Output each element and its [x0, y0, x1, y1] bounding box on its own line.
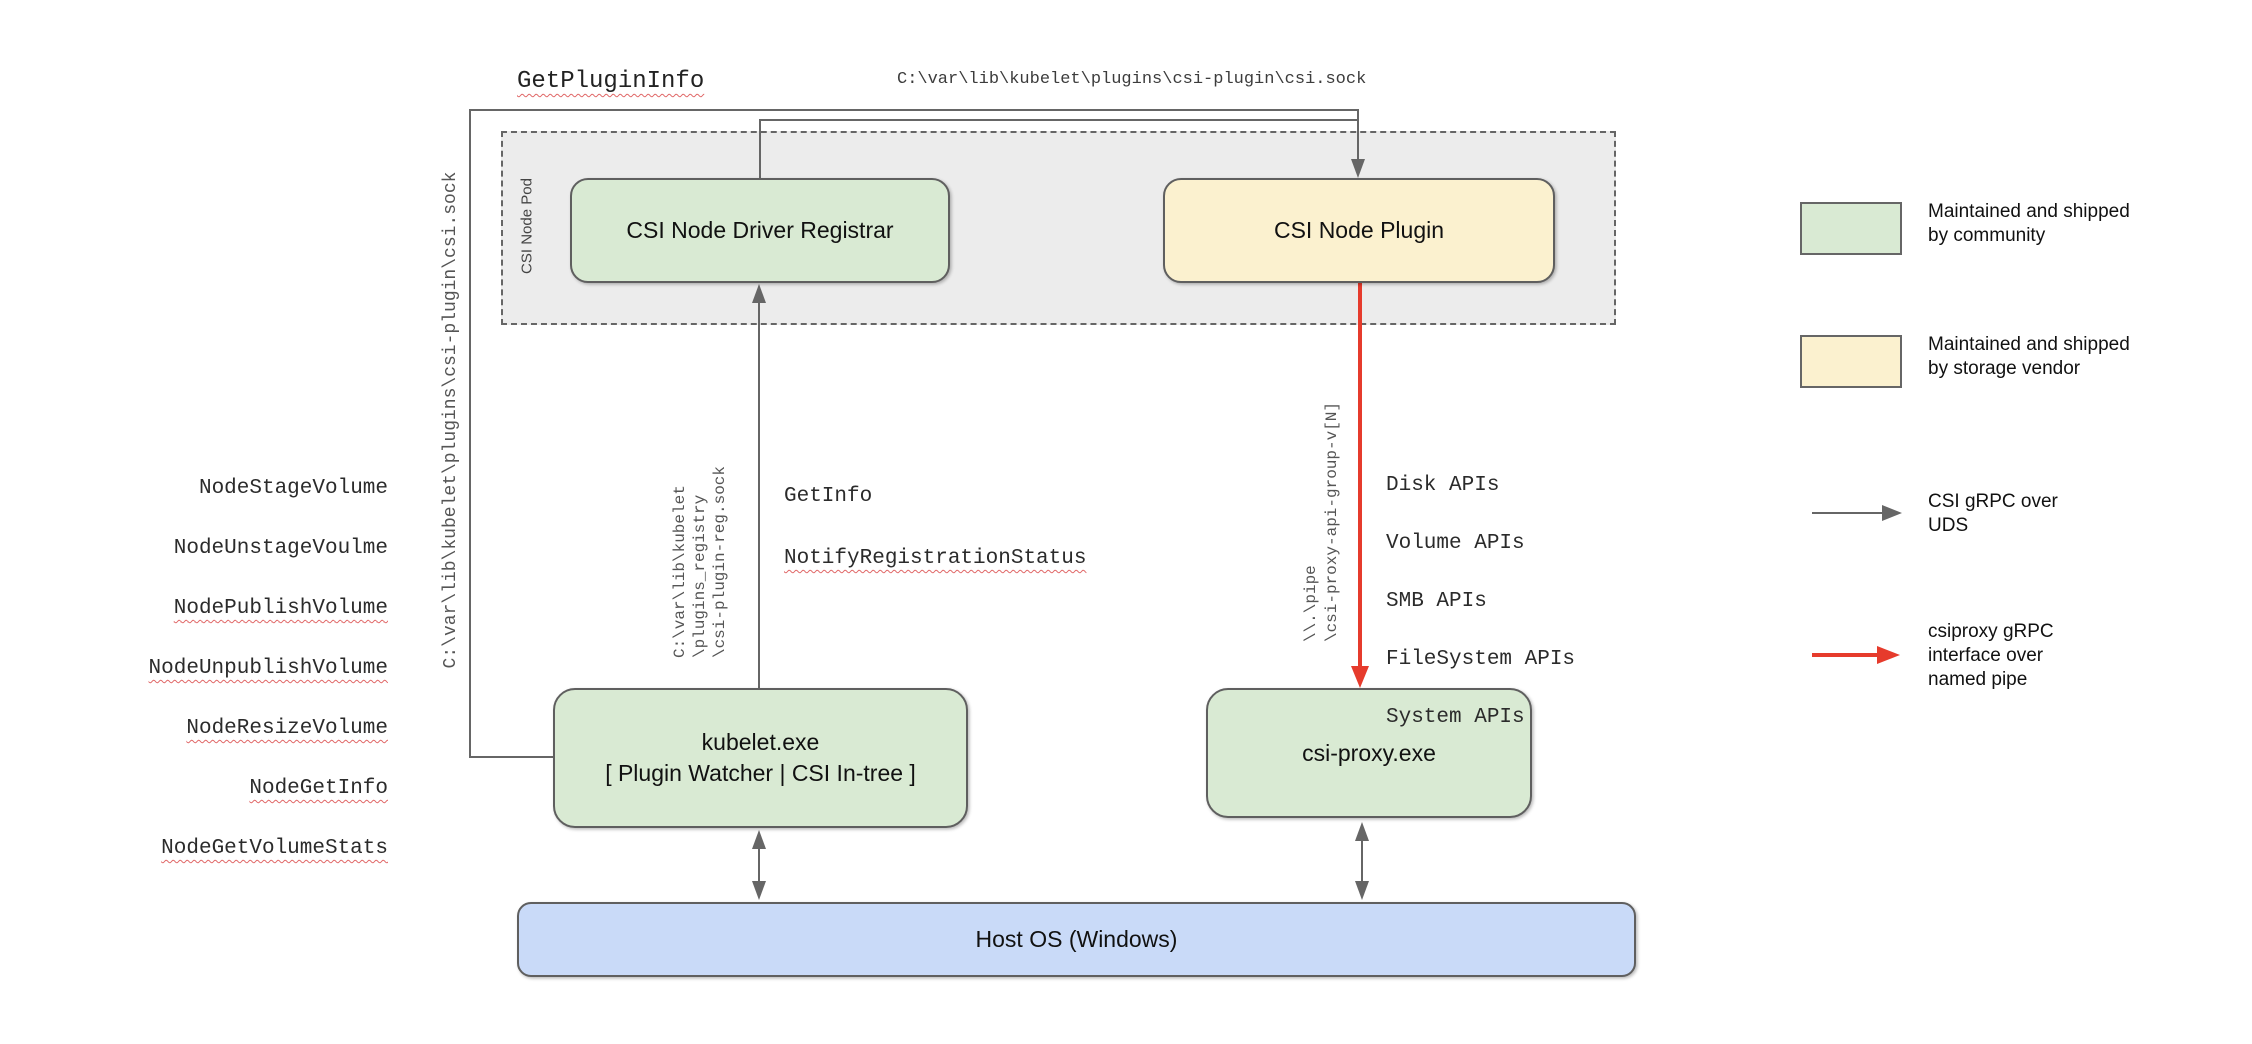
host-os-box: Host OS (Windows)	[517, 902, 1636, 977]
node-call-item: NodeGetVolumeStats	[161, 837, 388, 860]
api-call-item: Volume APIs	[1386, 532, 1525, 555]
host-os-label: Host OS (Windows)	[975, 926, 1178, 952]
kubelet-sock-path-vertical-label: C:\var\lib\kubelet\plugins\csi-plugin\cs…	[441, 171, 461, 669]
registration-sock-path-label: C:\var\lib\kubelet \plugins_registry \cs…	[671, 465, 729, 659]
get-info-label: GetInfo	[784, 485, 873, 508]
api-calls-list: Disk APIs Volume APIs SMB APIs FileSyste…	[1386, 442, 1575, 761]
csi-node-pod-label: CSI Node Pod	[518, 178, 536, 274]
legend-uds-label: CSI gRPC over UDS	[1928, 491, 2058, 536]
api-call-item: System APIs	[1386, 706, 1525, 729]
kubelet-hostos-down-arrowhead-icon	[752, 881, 766, 900]
csi-node-plugin-box: CSI Node Plugin	[1163, 178, 1555, 283]
csi-sock-path-label: C:\var\lib\kubelet\plugins\csi-plugin\cs…	[897, 70, 1367, 89]
kubelet-label-line1: kubelet.exe	[701, 729, 820, 755]
api-call-item: SMB APIs	[1386, 590, 1487, 613]
notify-registration-status-label: NotifyRegistrationStatus	[784, 547, 1087, 570]
legend-vendor-swatch	[1800, 335, 1902, 388]
kubelet-box: kubelet.exe [ Plugin Watcher | CSI In-tr…	[553, 688, 968, 828]
registration-calls: GetInfo NotifyRegistrationStatus	[784, 450, 1086, 605]
node-calls-list: NodeStageVolume NodeUnstageVoulme NodePu…	[149, 444, 388, 894]
legend-vendor-label: Maintained and shipped by storage vendor	[1928, 334, 2130, 379]
csi-node-driver-registrar-box: CSI Node Driver Registrar	[570, 178, 950, 283]
kubelet-label-line2: [ Plugin Watcher | CSI In-tree ]	[605, 760, 916, 786]
node-call-item: NodeResizeVolume	[186, 717, 388, 740]
get-plugin-info-label: GetPluginInfo	[517, 68, 705, 95]
csiproxy-hostos-up-arrowhead-icon	[1355, 822, 1369, 841]
legend-uds-arrowhead-icon	[1882, 505, 1902, 521]
legend-pipe-arrowhead-icon	[1877, 646, 1900, 664]
node-call-item: NodePublishVolume	[173, 597, 388, 620]
node-call-item: NodeStageVolume	[198, 477, 388, 500]
legend-community-label: Maintained and shipped by community	[1928, 201, 2130, 246]
csi-node-driver-registrar-label: CSI Node Driver Registrar	[626, 217, 894, 243]
kubelet-hostos-up-arrowhead-icon	[752, 830, 766, 849]
csiproxy-red-arrowhead-icon	[1351, 666, 1369, 688]
named-pipe-path-label: \\.\pipe \csi-proxy-api-group-v[N]	[1302, 401, 1341, 643]
legend-pipe-label: csiproxy gRPC interface over named pipe	[1928, 621, 2054, 690]
node-call-item: NodeUnstageVoulme	[173, 537, 388, 560]
csi-node-plugin-label: CSI Node Plugin	[1273, 217, 1445, 243]
node-call-item: NodeGetInfo	[249, 777, 388, 800]
node-call-item: NodeUnpublishVolume	[148, 657, 388, 680]
csiproxy-hostos-down-arrowhead-icon	[1355, 881, 1369, 900]
api-call-item: Disk APIs	[1386, 474, 1500, 497]
legend-community-swatch	[1800, 202, 1902, 255]
api-call-item: FileSystem APIs	[1386, 648, 1576, 671]
